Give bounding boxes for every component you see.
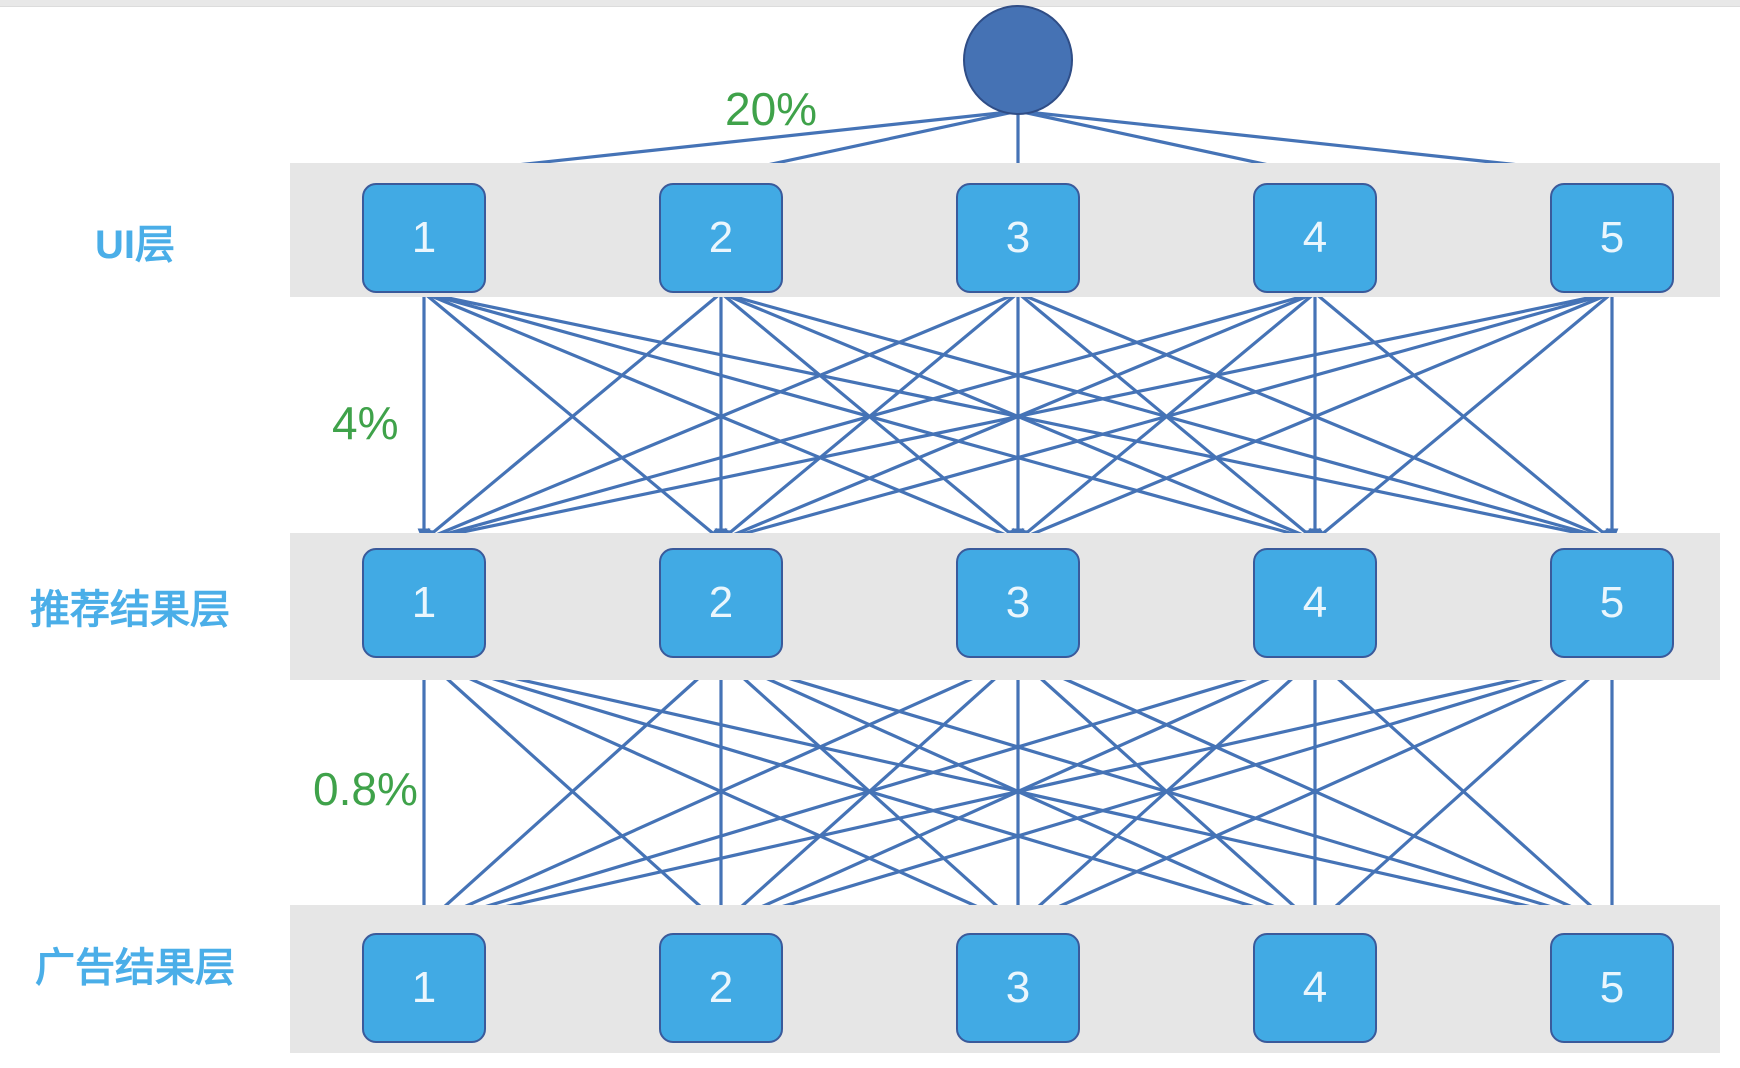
node-advertising-1[interactable]: 1 — [362, 933, 486, 1043]
edge-ui3-rec1 — [419, 291, 1019, 542]
node-advertising-4[interactable]: 4 — [1253, 933, 1377, 1043]
edge-ui1-rec3 — [423, 291, 1023, 542]
edge-ui4-rec5 — [1313, 291, 1616, 543]
edge-ui5-rec2 — [716, 291, 1613, 544]
node-recommendation-3[interactable]: 3 — [956, 548, 1080, 658]
rate-label-ui-to-rec: 4% — [332, 397, 399, 449]
node-ui-1[interactable]: 1 — [362, 183, 486, 293]
edge-rec1-ad2 — [422, 656, 725, 928]
edge-rec4-ad5 — [1313, 656, 1616, 928]
node-recommendation-1[interactable]: 1 — [362, 548, 486, 658]
edges-ui-to-recommendation — [417, 291, 1619, 545]
edge-rec4-ad2 — [716, 656, 1316, 927]
edge-rec1-ad5 — [423, 656, 1617, 929]
edge-ui2-rec3 — [719, 291, 1022, 543]
entry-point-node[interactable] — [963, 5, 1073, 115]
layer-label-ui: UI层 — [95, 223, 175, 267]
edge-rec5-ad2 — [716, 656, 1613, 928]
edge-rec3-ad5 — [1017, 656, 1617, 927]
edge-rec5-ad1 — [419, 656, 1613, 929]
edge-rec2-ad1 — [420, 656, 723, 928]
edge-ui4-rec3 — [1014, 291, 1317, 543]
layer-label-recommendation: 推荐结果层 — [30, 588, 230, 632]
edge-ui1-rec5 — [423, 291, 1617, 544]
edge-ui5-rec1 — [419, 291, 1613, 544]
edge-ui3-rec5 — [1017, 291, 1617, 542]
edge-rec5-ad3 — [1013, 656, 1613, 927]
node-advertising-5[interactable]: 5 — [1550, 933, 1674, 1043]
edge-ui3-rec2 — [717, 291, 1020, 543]
node-recommendation-2[interactable]: 2 — [659, 548, 783, 658]
node-ui-3[interactable]: 3 — [956, 183, 1080, 293]
node-recommendation-5[interactable]: 5 — [1550, 548, 1674, 658]
edge-ui1-rec4 — [423, 291, 1320, 544]
edge-rec2-ad5 — [720, 656, 1617, 928]
edge-ui3-rec4 — [1016, 291, 1319, 543]
edge-ui4-rec1 — [419, 291, 1316, 544]
edge-rec5-ad4 — [1311, 656, 1614, 928]
edge-rec4-ad1 — [419, 656, 1316, 928]
node-ui-5[interactable]: 5 — [1550, 183, 1674, 293]
edge-rec2-ad3 — [719, 656, 1022, 928]
rate-label-root-to-ui: 20% — [725, 83, 818, 135]
edges-recommendation-to-advertising — [417, 656, 1619, 930]
node-recommendation-4[interactable]: 4 — [1253, 548, 1377, 658]
node-ui-4[interactable]: 4 — [1253, 183, 1377, 293]
edge-rec1-ad4 — [423, 656, 1320, 928]
edge-rec4-ad3 — [1014, 656, 1317, 928]
edge-ui2-rec4 — [720, 291, 1320, 542]
edge-ui2-rec5 — [720, 291, 1617, 544]
edge-rec3-ad1 — [419, 656, 1019, 927]
edge-rec2-ad4 — [720, 656, 1320, 927]
edge-ui1-rec2 — [422, 291, 725, 543]
layer-label-advertising: 广告结果层 — [35, 946, 235, 990]
edge-rec3-ad4 — [1016, 656, 1319, 928]
edge-ui5-rec4 — [1311, 291, 1614, 543]
node-advertising-2[interactable]: 2 — [659, 933, 783, 1043]
top-window-strip — [0, 0, 1740, 7]
edge-rec1-ad3 — [423, 656, 1023, 927]
edge-ui2-rec1 — [420, 291, 723, 543]
node-advertising-3[interactable]: 3 — [956, 933, 1080, 1043]
edge-rec3-ad2 — [717, 656, 1020, 928]
rate-label-rec-to-ad: 0.8% — [313, 763, 418, 815]
edge-ui5-rec3 — [1013, 291, 1613, 542]
edge-ui4-rec2 — [716, 291, 1316, 542]
node-ui-2[interactable]: 2 — [659, 183, 783, 293]
